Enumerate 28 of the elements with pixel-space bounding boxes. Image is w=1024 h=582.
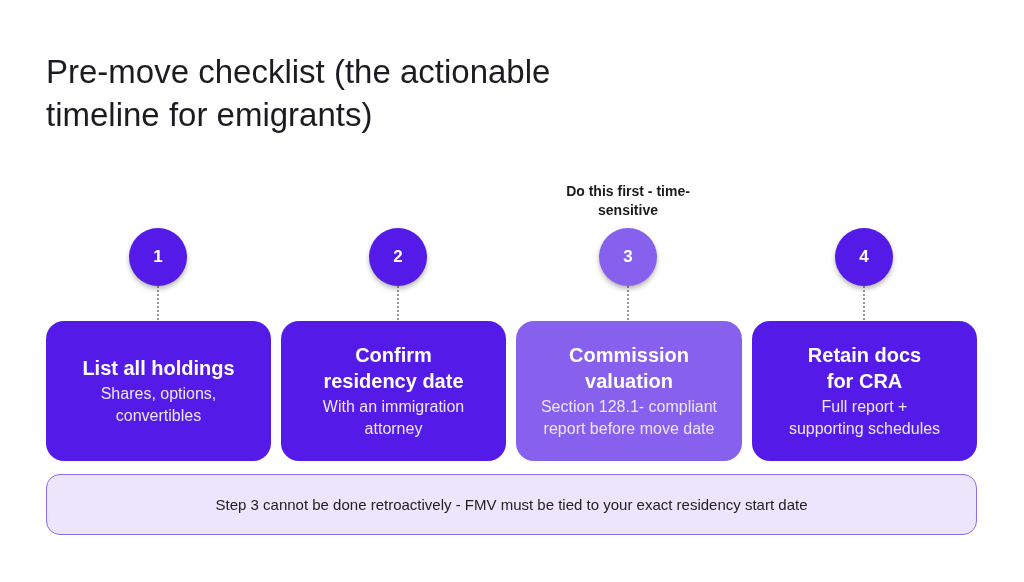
- step-circle: [369, 228, 427, 286]
- diagram-title: Pre-move checklist (the actionable timeline for emigrants): [46, 52, 552, 135]
- step-circle: [599, 228, 657, 286]
- connector-line: [157, 285, 159, 322]
- step-circle: [129, 228, 187, 286]
- step-card: [752, 321, 977, 461]
- step-heading: List all holdings: [82, 356, 235, 381]
- step-description: Section 128.1- compliant report before move date: [539, 397, 719, 439]
- callout-note: Do this first - time-sensitive: [565, 182, 691, 220]
- step-card: [281, 321, 506, 461]
- step-circle: [835, 228, 893, 286]
- step-description: Shares, options, convertibles: [99, 384, 218, 426]
- step-number: 3: [623, 247, 633, 267]
- step-card: [516, 321, 742, 461]
- step-heading: Retain docs for CRA: [806, 343, 923, 394]
- step-card: [46, 321, 271, 461]
- step-description: With an immigration attorney: [321, 397, 466, 439]
- step-description: Full report + supporting schedules: [787, 397, 942, 439]
- connector-line: [863, 285, 865, 322]
- note-box: [46, 474, 977, 535]
- note-text: Step 3 cannot be done retroactively - FMV must be tied to your exact residency start date: [215, 496, 808, 513]
- connector-line: [627, 285, 629, 322]
- step-number: 1: [153, 247, 163, 267]
- connector-line: [397, 285, 399, 322]
- step-number: 2: [393, 247, 403, 267]
- step-heading: Confirm residency date: [322, 343, 465, 394]
- step-heading: Commission valuation: [568, 343, 690, 394]
- step-number: 4: [859, 247, 869, 267]
